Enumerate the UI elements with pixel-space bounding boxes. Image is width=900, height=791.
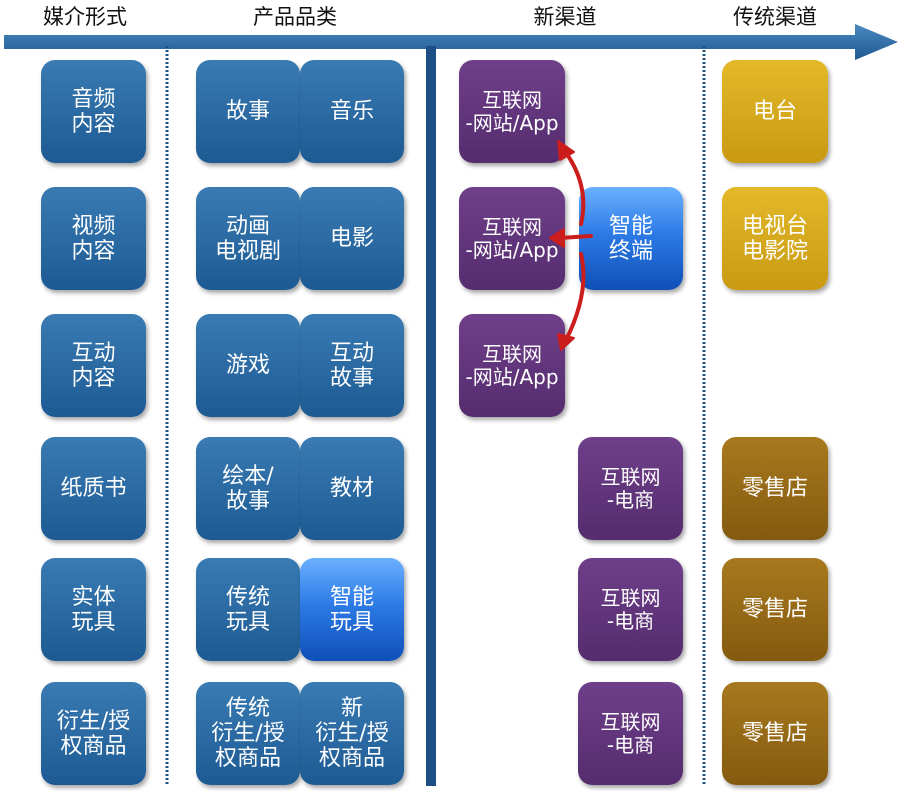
channel-tv-cinema: 电视台 电影院: [722, 187, 828, 290]
media-form-audio: 音频 内容: [41, 60, 146, 163]
channel-internet-web-app-2: 互联网 -网站/App: [459, 187, 565, 290]
channel-internet-web-app-3: 互联网 -网站/App: [459, 314, 565, 417]
channel-internet-web-app-1: 互联网 -网站/App: [459, 60, 565, 163]
channel-internet-ecommerce-3: 互联网 -电商: [578, 682, 683, 785]
product-music: 音乐: [300, 60, 404, 163]
media-form-paper-book: 纸质书: [41, 437, 146, 540]
channel-internet-ecommerce-2: 互联网 -电商: [578, 558, 683, 661]
header-new-channels: 新渠道: [533, 5, 597, 29]
product-traditional-toy: 传统 玩具: [196, 558, 300, 661]
product-story: 故事: [196, 60, 300, 163]
media-form-interactive: 互动 内容: [41, 314, 146, 417]
divider-solid: [426, 46, 436, 786]
divider-dashed-2: [702, 46, 706, 786]
channel-retail-store-3: 零售店: [722, 682, 828, 785]
channel-smart-terminal: 智能 终端: [579, 187, 683, 290]
channel-internet-ecommerce-1: 互联网 -电商: [578, 437, 683, 540]
divider-dashed-1: [165, 46, 169, 786]
channel-retail-store-1: 零售店: [722, 437, 828, 540]
product-new-licensed: 新 衍生/授 权商品: [300, 682, 404, 785]
media-form-licensed-goods: 衍生/授 权商品: [41, 682, 146, 785]
header-product-category: 产品品类: [253, 5, 337, 29]
channel-retail-store-2: 零售店: [722, 558, 828, 661]
media-form-video: 视频 内容: [41, 187, 146, 290]
product-traditional-licensed: 传统 衍生/授 权商品: [196, 682, 300, 785]
header-traditional-channels: 传统渠道: [733, 5, 817, 29]
timeline-arrow: [4, 24, 898, 60]
product-animation-tv: 动画 电视剧: [196, 187, 300, 290]
media-form-physical-toy: 实体 玩具: [41, 558, 146, 661]
product-picture-book: 绘本/ 故事: [196, 437, 300, 540]
product-interactive-story: 互动 故事: [300, 314, 404, 417]
product-smart-toy: 智能 玩具: [300, 558, 404, 661]
product-game: 游戏: [196, 314, 300, 417]
product-movie: 电影: [300, 187, 404, 290]
channel-radio: 电台: [722, 60, 828, 163]
header-media-form: 媒介形式: [43, 5, 127, 29]
product-textbook: 教材: [300, 437, 404, 540]
